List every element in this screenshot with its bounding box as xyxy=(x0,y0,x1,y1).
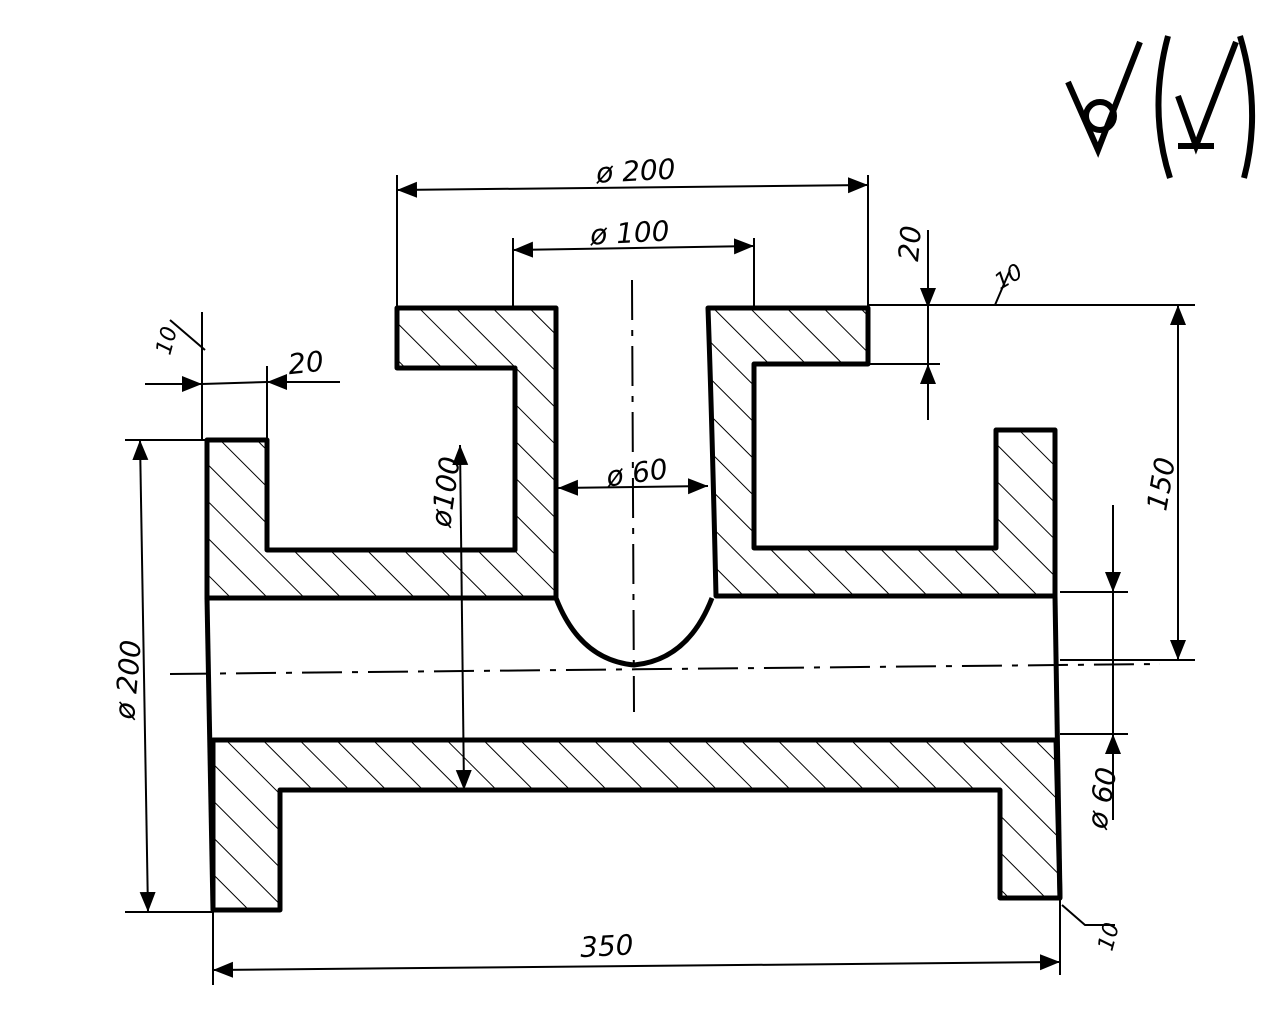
section-hatch xyxy=(204,305,1063,913)
dim-top-bore-diameter: ø 100 xyxy=(588,214,670,251)
dim-wall-10-left: 10 xyxy=(152,324,183,358)
surface-finish-symbol xyxy=(1065,35,1256,179)
dim-wall-10-top: 10 xyxy=(991,260,1028,296)
dim-overall-length: 350 xyxy=(579,928,634,964)
center-lines xyxy=(169,279,1161,713)
dim-left-flange-thickness: 20 xyxy=(286,345,325,382)
dim-top-flange-thickness: 20 xyxy=(892,224,928,262)
dim-top-flange-diameter: ø 200 xyxy=(594,153,676,190)
dim-left-flange-diameter: ø 200 xyxy=(108,639,148,722)
dim-right-bore-diameter: ø 60 xyxy=(1080,765,1123,832)
dimension-lines xyxy=(125,175,1195,985)
dim-height-150: 150 xyxy=(1140,455,1182,513)
